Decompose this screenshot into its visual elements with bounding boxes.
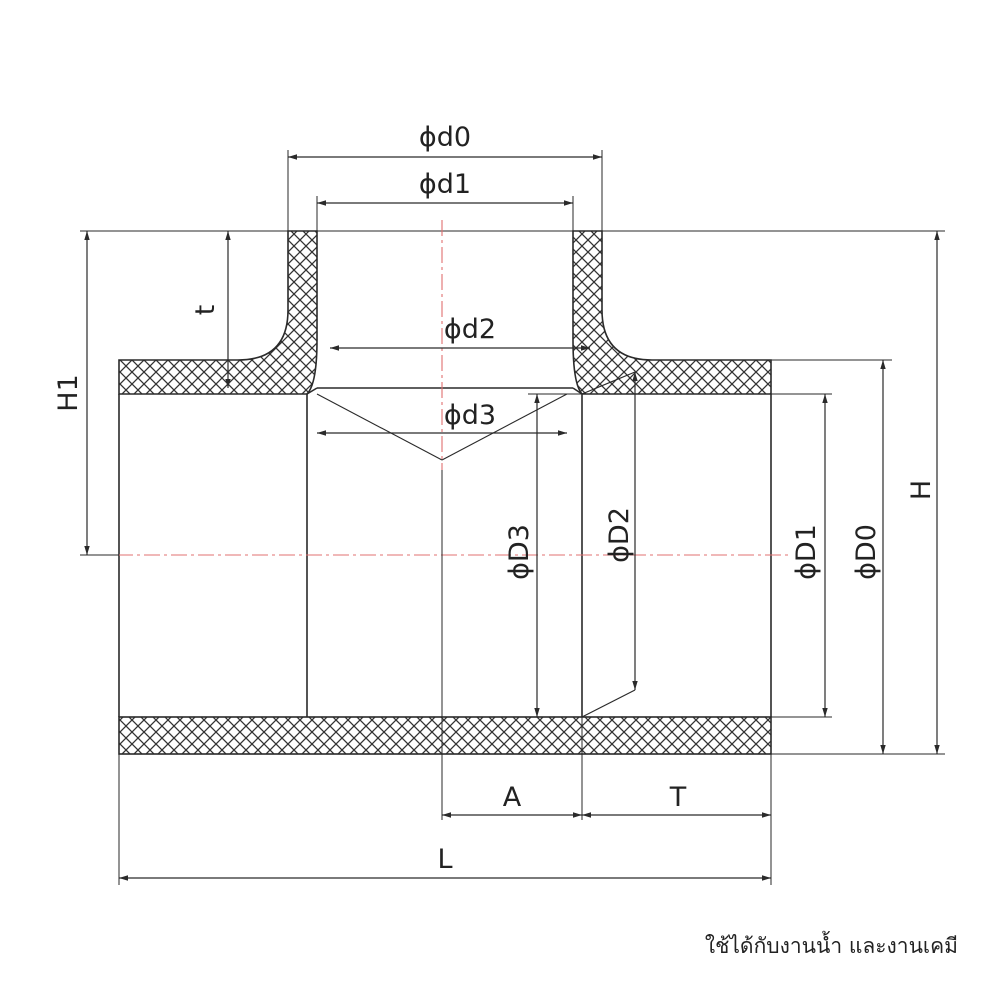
section-walls [118,230,772,755]
label-T: T [669,782,687,813]
label-D3: ϕD3 [504,524,535,580]
drill-point [316,393,568,461]
label-d2: ϕd2 [444,314,496,345]
right-branch-wall [572,230,772,395]
label-D0: ϕD0 [851,524,882,580]
label-D2: ϕD2 [604,507,635,563]
label-d0: ϕd0 [419,122,471,153]
bottom-wall [118,716,772,755]
body-outlines [118,230,772,717]
label-L: L [437,844,452,875]
label-d3: ϕd3 [444,400,496,431]
extension-lines [80,150,945,885]
centerlines [90,220,790,556]
dim-D2-leader-bottom [581,689,636,718]
label-H: H [906,480,937,500]
dimension-labels: ϕd0 ϕd1 ϕd2 ϕd3 t H1 H ϕD0 ϕD1 ϕD3 ϕD2 A… [53,122,937,875]
label-d1: ϕd1 [419,169,471,200]
dimension-lines [84,154,940,881]
left-branch-wall [118,230,318,395]
label-A: A [503,782,522,813]
label-H1: H1 [53,374,84,411]
label-D1: ϕD1 [791,524,822,580]
label-t: t [190,305,221,316]
usage-note: ใช้ได้กับงานน้ำ และงานเคมี [704,934,958,958]
dim-D2-leader-top [581,371,636,395]
